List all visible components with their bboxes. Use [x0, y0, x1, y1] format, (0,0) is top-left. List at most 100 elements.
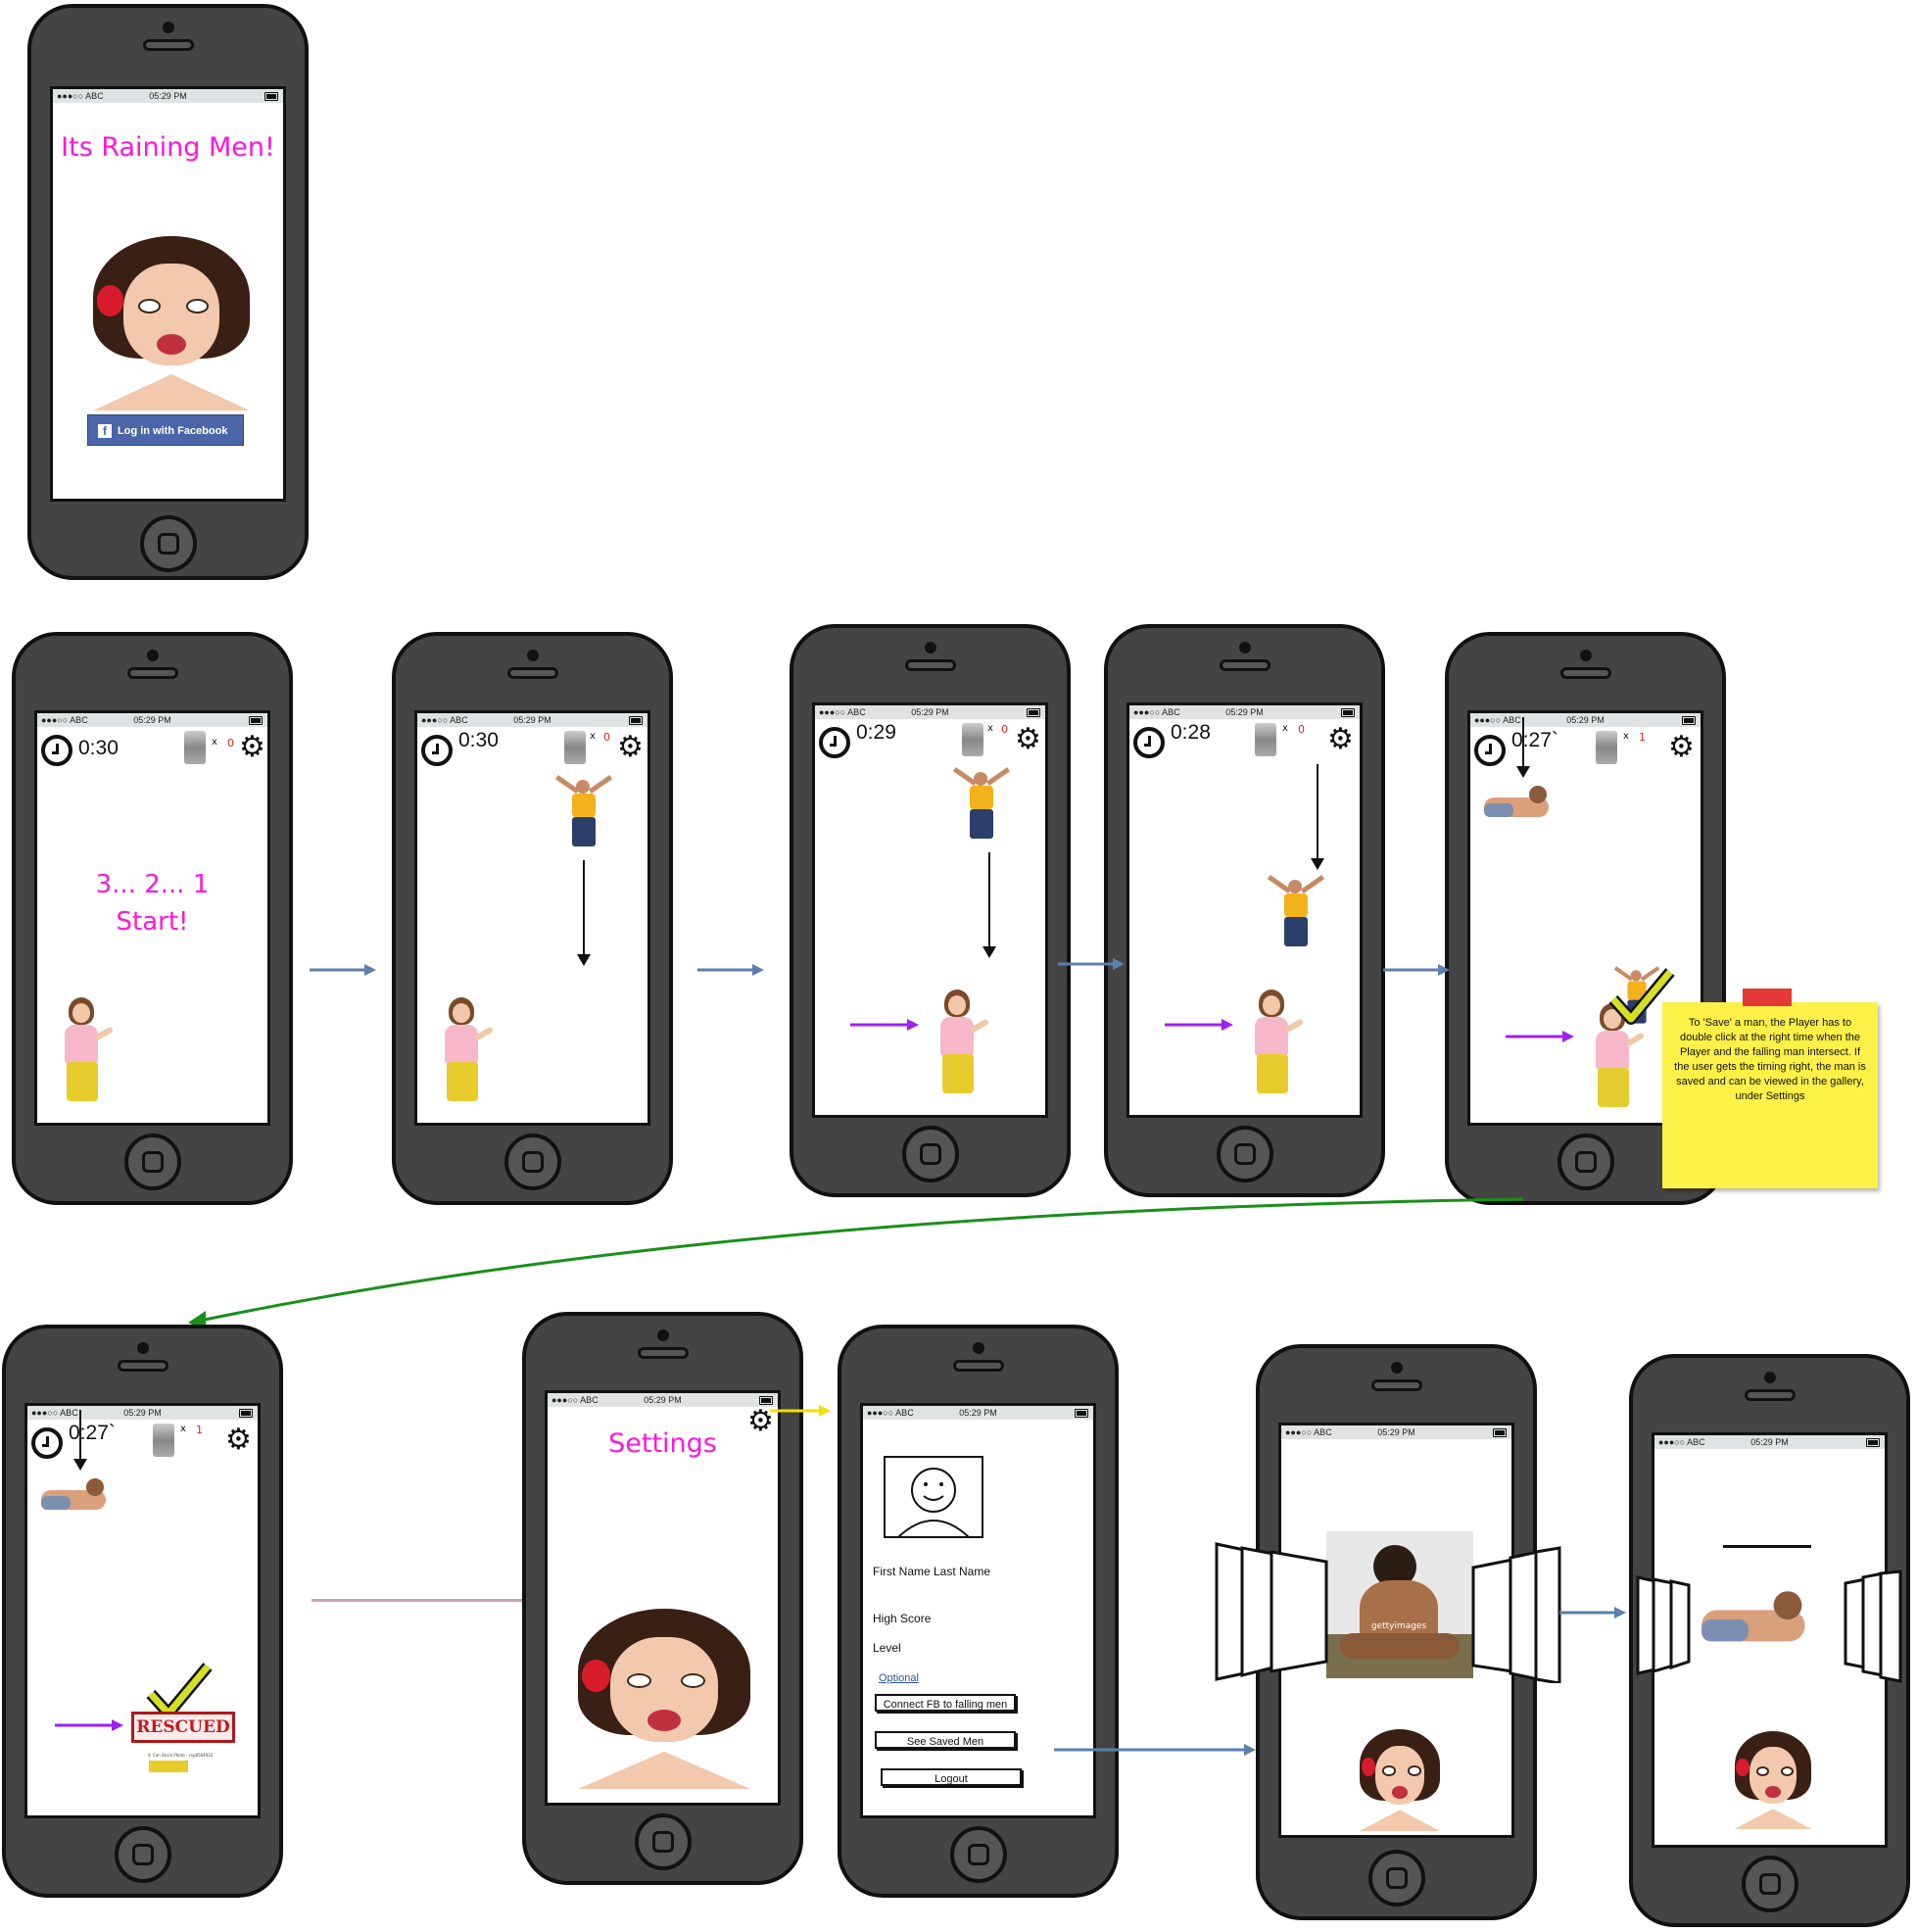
countdown-text: 3... 2... 1 [95, 870, 210, 899]
instruction-sticky-note: To 'Save' a man, the Player has to doubl… [1662, 989, 1878, 1188]
battery-icon [1866, 1438, 1880, 1447]
saved-man-icon [184, 731, 206, 764]
tap-indicator-arrow [55, 1719, 123, 1731]
camera-dot [1238, 642, 1251, 653]
swipe-arrow [1559, 1607, 1626, 1618]
connect-fb-button[interactable]: Connect FB to falling men [875, 1694, 1016, 1712]
logout-button[interactable]: Logout [881, 1768, 1022, 1786]
saved-man-icon [1596, 731, 1617, 764]
coverflow-left-frames[interactable] [1213, 1538, 1330, 1685]
camera-dot [162, 22, 174, 33]
battery-icon [759, 1396, 773, 1405]
camera-dot [924, 642, 936, 653]
gear-icon[interactable]: ⚙ [747, 1404, 774, 1438]
optional-link[interactable]: Optional [879, 1672, 919, 1684]
flow-arrow-2 [697, 964, 764, 976]
woman-photo [78, 236, 264, 411]
clock-icon [31, 1427, 63, 1459]
times-label: x [180, 1424, 186, 1434]
speaker [1744, 1389, 1796, 1401]
battery-icon [1027, 708, 1040, 717]
gear-icon[interactable]: ⚙ [617, 730, 644, 764]
home-button [123, 1134, 181, 1190]
smiley-avatar-icon [884, 1456, 983, 1538]
camera-dot [136, 1342, 149, 1354]
sticky-tape [1743, 989, 1792, 1006]
high-score-label: High Score [873, 1612, 932, 1625]
fall-direction-arrow [1311, 764, 1324, 870]
flow-arrow-4 [1383, 964, 1450, 976]
flow-arrow-3 [1058, 958, 1125, 970]
start-text: Start! [116, 907, 189, 937]
times-label: x [1282, 723, 1288, 734]
camera-dot [526, 650, 539, 661]
timer: 0:29 [856, 721, 896, 744]
saved-count: 1 [196, 1424, 203, 1436]
coverflow-left-frames[interactable] [1634, 1571, 1693, 1679]
see-saved-men-button[interactable]: See Saved Men [875, 1731, 1016, 1749]
tap-indicator-arrow [1165, 1019, 1233, 1031]
battery-icon [249, 716, 263, 725]
coverflow-right-frames[interactable] [1469, 1546, 1563, 1683]
flow-arrow-1 [310, 964, 376, 976]
camera-dot [656, 1329, 669, 1341]
home-button [901, 1126, 959, 1183]
clock-icon [1133, 727, 1165, 758]
timer: 0:30 [458, 729, 499, 751]
timer: 0:28 [1171, 721, 1211, 744]
timer: 0:30 [78, 737, 119, 759]
speaker [637, 1347, 689, 1359]
clock-icon [41, 735, 72, 766]
fall-direction-arrow [1516, 717, 1530, 778]
times-label: x [1623, 731, 1629, 742]
saved-count: 1 [1639, 731, 1646, 744]
game-hud: 0:27` x 1 ⚙ [1470, 727, 1701, 766]
gear-icon[interactable]: ⚙ [1668, 730, 1695, 764]
gear-icon[interactable]: ⚙ [1327, 722, 1354, 756]
clock-icon [819, 727, 850, 758]
game-hud: 0:30 x 0 ⚙ [417, 727, 647, 766]
camera-dot [972, 1342, 984, 1354]
camera-dot [146, 650, 159, 661]
gear-icon[interactable]: ⚙ [225, 1423, 252, 1457]
camera-dot [1763, 1372, 1776, 1383]
falling-man [554, 772, 613, 848]
home-button [503, 1134, 561, 1190]
player-woman [931, 990, 990, 1097]
stamp-caption: © Can Stock Photo - csp8564933 [147, 1753, 214, 1758]
gear-icon[interactable]: ⚙ [1015, 722, 1041, 756]
flow-arrow-rescued [188, 1197, 1524, 1330]
player-woman [55, 997, 115, 1105]
pants-fragment [149, 1761, 188, 1772]
coverflow-right-frames[interactable] [1842, 1570, 1904, 1685]
falling-man [1267, 872, 1325, 948]
profile-name: First Name Last Name [873, 1565, 991, 1578]
player-woman [435, 997, 495, 1105]
tap-indicator-arrow [850, 1019, 919, 1031]
saved-man-icon [1255, 723, 1276, 756]
level-label: Level [873, 1641, 901, 1655]
gear-icon[interactable]: ⚙ [239, 730, 265, 764]
home-button [1557, 1134, 1614, 1190]
camera-dot [1579, 650, 1592, 661]
woman-photo [561, 1609, 767, 1789]
home-button [1741, 1856, 1798, 1912]
battery-icon [1075, 1409, 1088, 1418]
saved-count: 0 [603, 731, 610, 744]
saved-count: 0 [1001, 723, 1008, 736]
